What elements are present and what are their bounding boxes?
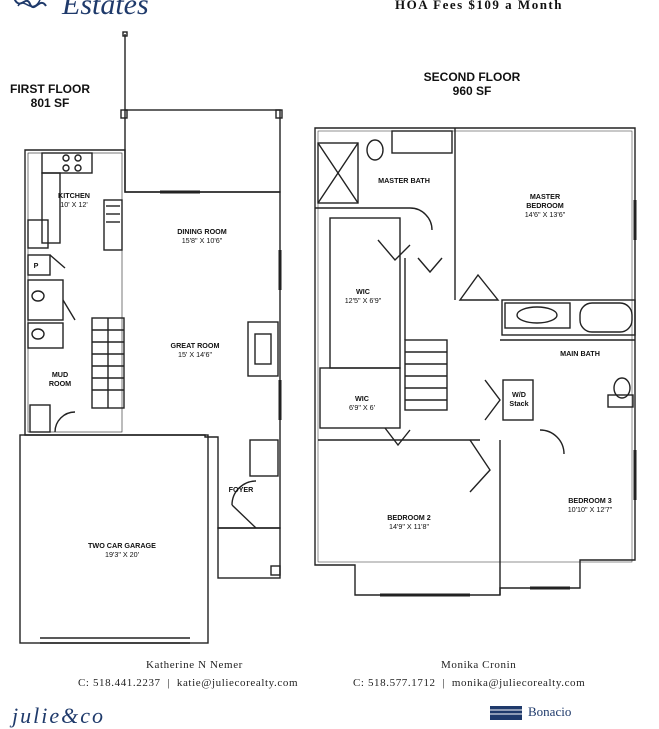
dining-size: 15'8" X 10'6" bbox=[182, 236, 223, 245]
mud-room-label-2: ROOM bbox=[49, 379, 71, 388]
wic-2-label: WIC bbox=[355, 394, 369, 403]
second-floor-plan bbox=[314, 127, 637, 597]
first-floor-area: 801 SF bbox=[30, 96, 70, 110]
master-bedroom-label-2: BEDROOM bbox=[526, 201, 564, 210]
julie-co-logo: julie&co bbox=[12, 703, 105, 728]
agent-2-contact: C: 518.577.1712 | monika@juliecorealty.c… bbox=[353, 677, 586, 689]
wic-1-size: 12'5" X 6'9" bbox=[345, 296, 382, 305]
dining-label: DINING ROOM bbox=[177, 227, 227, 236]
mud-room-label: MUD bbox=[52, 370, 68, 379]
agent-2-name: Monika Cronin bbox=[441, 659, 517, 671]
first-floor-title: FIRST FLOOR 801 SF bbox=[0, 82, 100, 110]
bonacio-logo: Bonacio bbox=[488, 702, 571, 720]
bedroom-2-label: BEDROOM 2 bbox=[387, 513, 431, 522]
bedroom-3-label: BEDROOM 3 bbox=[568, 496, 612, 505]
garage-label: TWO CAR GARAGE bbox=[88, 541, 156, 550]
brand-title: Estates bbox=[62, 0, 149, 21]
great-room-size: 15' X 14'6" bbox=[178, 350, 213, 359]
main-bath-label: MAIN BATH bbox=[560, 349, 600, 358]
agent-1-name: Katherine N Nemer bbox=[146, 659, 243, 671]
second-floor-area: 960 SF bbox=[452, 84, 492, 98]
kitchen-label: KITCHEN bbox=[58, 191, 90, 200]
first-floor-name: FIRST FLOOR bbox=[10, 82, 90, 96]
pantry-label: P bbox=[34, 261, 39, 270]
agent-1-contact: C: 518.441.2237 | katie@juliecorealty.co… bbox=[78, 677, 299, 689]
bedroom-2-size: 14'9" X 11'8" bbox=[389, 522, 430, 531]
wic-2-size: 6'9" X 6' bbox=[349, 403, 376, 412]
kitchen-size: 10' X 12' bbox=[60, 200, 88, 209]
building-icon bbox=[490, 706, 522, 720]
master-bedroom-label: MASTER bbox=[530, 192, 561, 201]
brand-logo-mark bbox=[10, 0, 50, 16]
bedroom-3-size: 10'10" X 12'7" bbox=[568, 505, 613, 514]
master-bath-label: MASTER BATH bbox=[378, 176, 430, 185]
ornament-icon bbox=[14, 0, 47, 9]
second-floor-title: SECOND FLOOR 960 SF bbox=[412, 70, 532, 98]
master-bedroom-size: 14'6" X 13'6" bbox=[525, 210, 566, 219]
first-floor-plan bbox=[19, 31, 283, 644]
garage-size: 19'3" X 20' bbox=[105, 550, 140, 559]
wd-label: W/D bbox=[512, 390, 526, 399]
second-floor-name: SECOND FLOOR bbox=[423, 70, 521, 84]
foyer-label: FOYER bbox=[229, 485, 255, 494]
hoa-fees: HOA Fees $109 a Month bbox=[395, 0, 563, 12]
great-room-label: GREAT ROOM bbox=[171, 341, 220, 350]
wd-label-2: Stack bbox=[509, 399, 528, 408]
wic-1-label: WIC bbox=[356, 287, 370, 296]
bonacio-logo-text: Bonacio bbox=[528, 704, 572, 719]
